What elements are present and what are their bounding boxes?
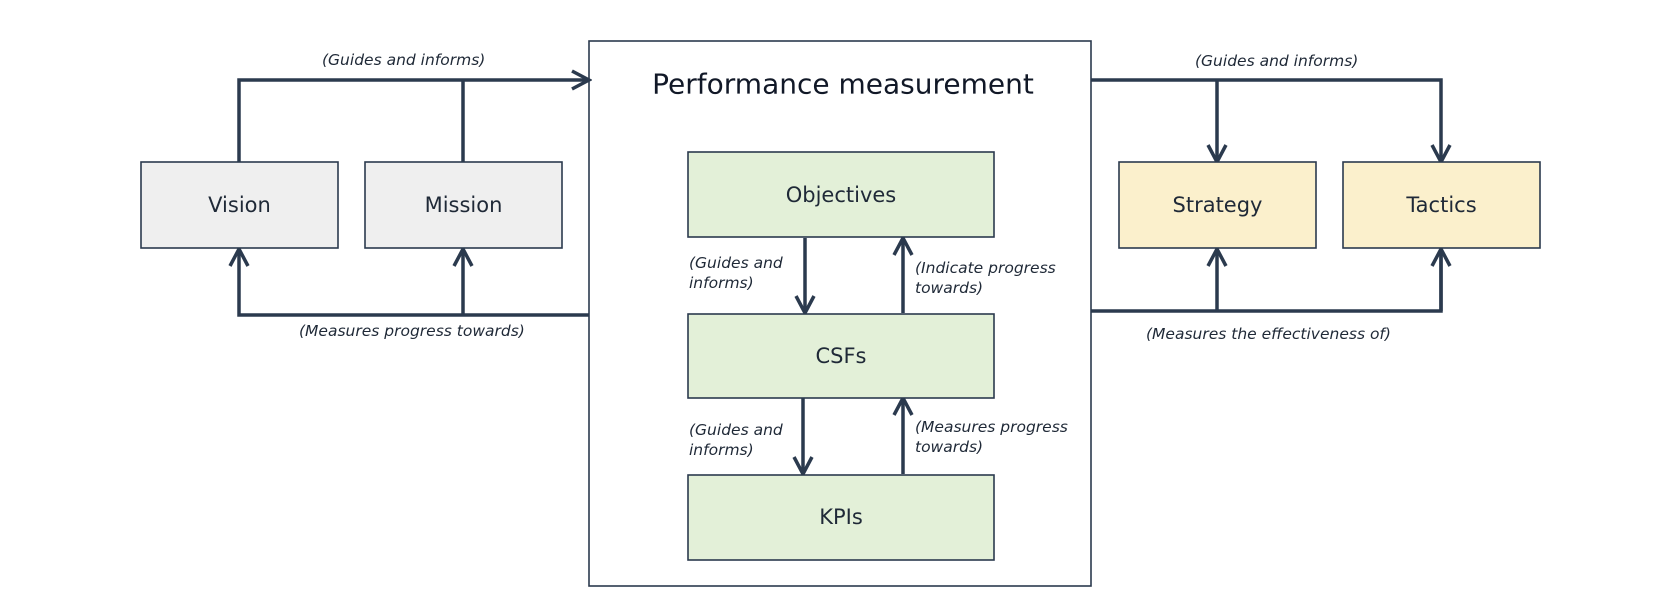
edge-label-left-top: (Guides and informs)	[322, 51, 485, 69]
edge-label-left-bottom: (Measures progress towards)	[299, 322, 525, 340]
edge-vision-mission-to-pm	[237, 80, 589, 162]
edge-pm-to-vision	[239, 249, 589, 317]
edge-label-right-bottom: (Measures the effectiveness of)	[1146, 325, 1391, 343]
edge-pm-to-tactics	[1091, 78, 1441, 162]
edge-label-csf-to-kpi-line1: (Guides and	[689, 421, 783, 439]
node-kpis: KPIs	[687, 474, 995, 561]
node-objectives-label: Objectives	[786, 183, 897, 207]
node-kpis-label: KPIs	[819, 505, 863, 529]
node-vision: Vision	[140, 161, 339, 249]
edge-label-kpi-to-csf-line1: (Measures progress	[915, 418, 1068, 436]
node-vision-label: Vision	[208, 193, 271, 217]
edge-label-csf-to-kpi-line2: informs)	[689, 441, 754, 459]
edge-label-csf-to-obj: (Indicate progress towards)	[915, 259, 1061, 297]
node-csfs-label: CSFs	[815, 344, 866, 368]
container-title: Performance measurement	[652, 68, 1034, 101]
edge-label-obj-to-csf-line2: informs)	[689, 274, 754, 292]
node-strategy: Strategy	[1118, 161, 1317, 249]
node-tactics-label: Tactics	[1405, 193, 1476, 217]
edge-tactics-to-pm	[1091, 249, 1443, 313]
node-csfs: CSFs	[687, 313, 995, 399]
node-mission-label: Mission	[425, 193, 503, 217]
node-tactics: Tactics	[1342, 161, 1541, 249]
edge-label-kpi-to-csf: (Measures progress towards)	[915, 418, 1073, 456]
edge-label-right-top: (Guides and informs)	[1195, 52, 1358, 70]
edge-label-csf-to-obj-line1: (Indicate progress	[915, 259, 1056, 277]
edge-label-kpi-to-csf-line2: towards)	[915, 438, 983, 456]
edge-label-obj-to-csf-line1: (Guides and	[689, 254, 783, 272]
node-mission: Mission	[364, 161, 563, 249]
edge-label-obj-to-csf: (Guides and informs)	[689, 254, 788, 292]
edge-label-csf-to-kpi: (Guides and informs)	[689, 421, 788, 459]
edge-label-csf-to-obj-line2: towards)	[915, 279, 983, 297]
node-strategy-label: Strategy	[1173, 193, 1263, 217]
node-objectives: Objectives	[687, 151, 995, 238]
